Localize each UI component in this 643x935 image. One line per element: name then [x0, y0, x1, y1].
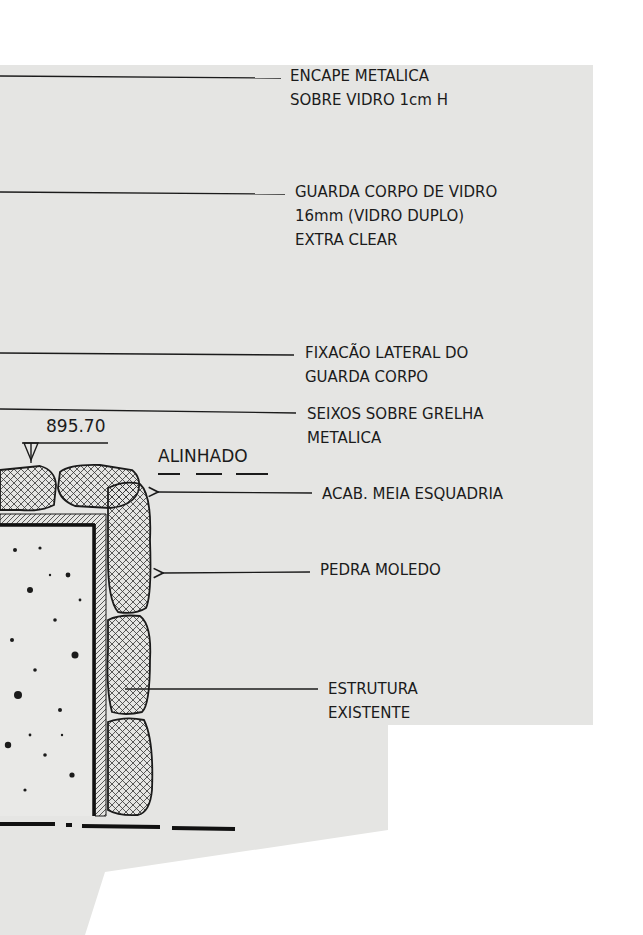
note-label: GUARDA CORPO DE VIDRO 16mm (VIDRO DUPLO)…	[295, 180, 517, 252]
note-label: PEDRA MOLEDO	[320, 558, 441, 582]
level-dimension: 895.70	[46, 414, 105, 438]
alignment-dashes	[158, 473, 268, 475]
pedra-moledo-stones	[0, 465, 152, 815]
existing-structure	[0, 514, 106, 816]
note-label: FIXACÃO LATERAL DO GUARDA CORPO	[305, 341, 507, 389]
paper-sheet	[0, 65, 593, 935]
level-mark	[22, 443, 108, 463]
note-label: ESTRUTURA EXISTENTE	[328, 677, 480, 725]
note-label: ALINHADO	[158, 444, 248, 468]
note-label: SEIXOS SOBRE GRELHA METALICA	[307, 402, 509, 450]
note-label: ENCAPE METALICA SOBRE VIDRO 1cm H	[290, 64, 462, 112]
note-label: ACAB. MEIA ESQUADRIA	[322, 482, 503, 506]
ground-line	[0, 824, 235, 829]
